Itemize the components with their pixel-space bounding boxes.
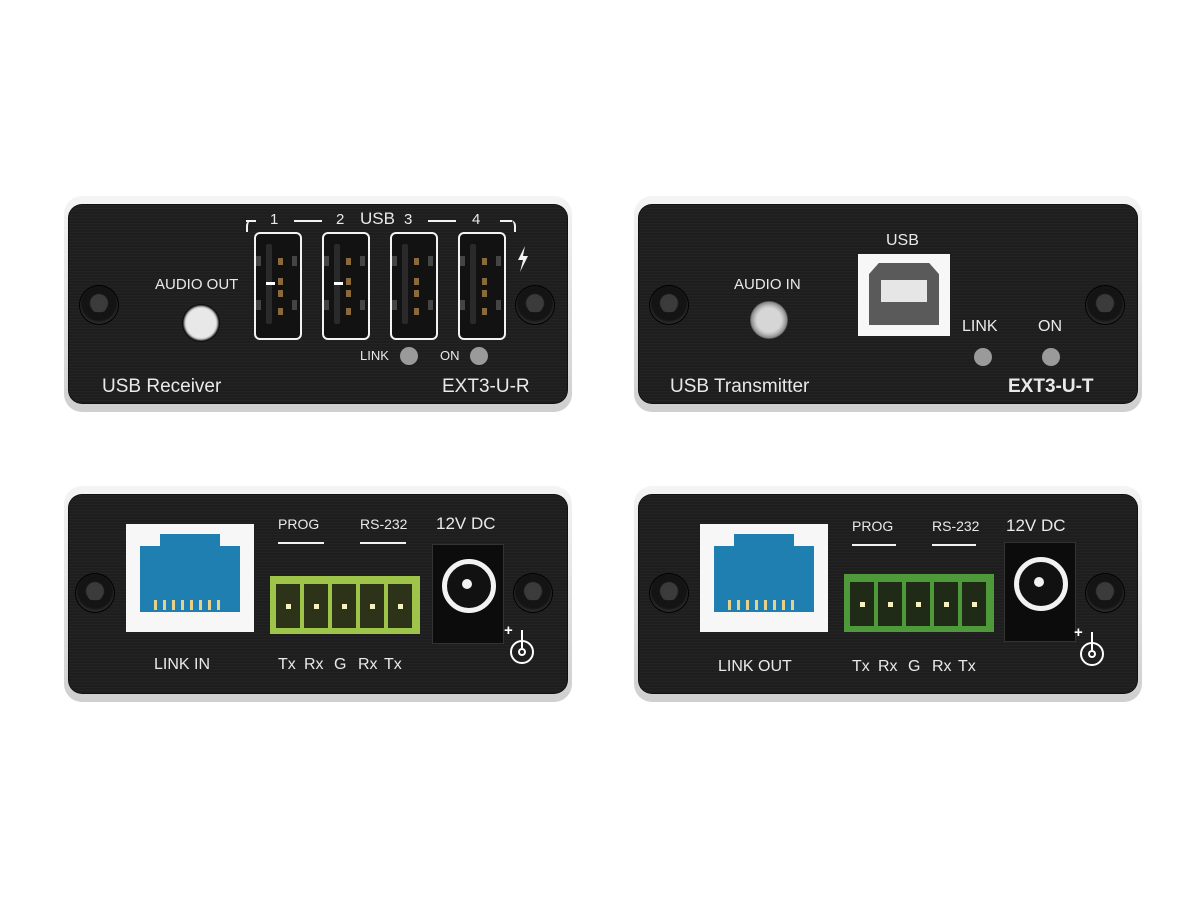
usb-b-port[interactable]	[858, 254, 950, 336]
led-link-indicator	[400, 347, 418, 365]
pin-label: Rx	[932, 658, 952, 675]
led-link-indicator	[974, 348, 992, 366]
led-on-indicator	[1042, 348, 1060, 366]
pin-label: Tx	[384, 656, 402, 673]
led-link-label: LINK	[962, 318, 998, 335]
usb-bracket-line-3-4	[428, 220, 456, 222]
pin-label: Rx	[878, 658, 898, 675]
rs232-underline	[932, 544, 976, 546]
screw-right	[514, 574, 552, 612]
prog-label: PROG	[852, 518, 894, 534]
screw-left	[650, 574, 688, 612]
model-number: EXT3-U-R	[442, 376, 530, 397]
transmitter-rear-panel: LINK OUT PROG RS-232 12V DC Tx Rx G Rx T…	[630, 486, 1150, 706]
pin-label: Rx	[358, 656, 378, 673]
screw-left	[650, 286, 688, 324]
prog-underline	[278, 542, 324, 544]
audio-in-jack[interactable]	[750, 301, 788, 339]
usb-port-label-4: 4	[472, 211, 481, 228]
screw-left	[80, 286, 118, 324]
rs232-underline	[360, 542, 406, 544]
dc-power-jack[interactable]	[432, 544, 504, 644]
usb-bracket-line-right	[500, 220, 512, 222]
usb-a-port-2[interactable]	[322, 232, 370, 340]
usb-port-label-1: 1	[270, 211, 279, 228]
device-name: USB Transmitter	[670, 376, 810, 397]
pin-label: Tx	[958, 658, 976, 675]
screw-right	[1086, 286, 1124, 324]
rj45-link-in-port[interactable]	[126, 524, 254, 632]
audio-out-label: AUDIO OUT	[155, 276, 239, 293]
pin-label: Tx	[278, 656, 296, 673]
rs232-terminal-block[interactable]	[844, 574, 994, 632]
prog-label: PROG	[278, 516, 320, 532]
rs232-label: RS-232	[360, 516, 408, 532]
usb-port-label-3: 3	[404, 211, 413, 228]
dc-polarity-icon: +	[504, 622, 536, 668]
dc-label: 12V DC	[436, 514, 496, 533]
usb-a-port-3[interactable]	[390, 232, 438, 340]
usb-label: USB	[886, 232, 919, 249]
pin-label: Tx	[852, 658, 870, 675]
pin-label: G	[908, 658, 921, 675]
dc-power-jack[interactable]	[1004, 542, 1076, 642]
link-in-label: LINK IN	[154, 656, 211, 673]
audio-in-label: AUDIO IN	[734, 276, 801, 293]
led-on-indicator	[470, 347, 488, 365]
screw-right	[1086, 574, 1124, 612]
link-out-label: LINK OUT	[718, 658, 792, 675]
usb-bracket-line-left	[246, 220, 256, 222]
receiver-front-panel: 1 2 USB 3 4 AUDIO OUT LINK ON USB Receiv…	[60, 196, 580, 416]
audio-out-jack[interactable]	[182, 304, 220, 342]
led-on-label: ON	[440, 348, 460, 363]
transmitter-front-panel: USB AUDIO IN LINK ON USB Transmitter EXT…	[630, 196, 1150, 416]
pin-label: G	[334, 656, 347, 673]
dc-label: 12V DC	[1006, 516, 1066, 535]
rj45-link-out-port[interactable]	[700, 524, 828, 632]
dc-polarity-icon: +	[1074, 624, 1106, 670]
rs232-terminal-block[interactable]	[270, 576, 420, 634]
rs232-label: RS-232	[932, 518, 980, 534]
usb-bracket	[246, 220, 516, 232]
lightning-bolt-icon	[518, 246, 528, 272]
usb-port-label-2: 2	[336, 211, 345, 228]
pin-label: Rx	[304, 656, 324, 673]
usb-a-port-4[interactable]	[458, 232, 506, 340]
usb-a-port-1[interactable]	[254, 232, 302, 340]
led-link-label: LINK	[360, 348, 389, 363]
screw-left	[76, 574, 114, 612]
prog-underline	[852, 544, 896, 546]
usb-bracket-line-1-2	[294, 220, 322, 222]
device-name: USB Receiver	[102, 376, 222, 397]
usb-group-label: USB	[360, 209, 395, 228]
receiver-rear-panel: LINK IN PROG RS-232 12V DC Tx Rx G Rx Tx…	[60, 486, 580, 706]
led-on-label: ON	[1038, 318, 1062, 335]
model-number: EXT3-U-T	[1008, 376, 1094, 397]
screw-right	[516, 286, 554, 324]
